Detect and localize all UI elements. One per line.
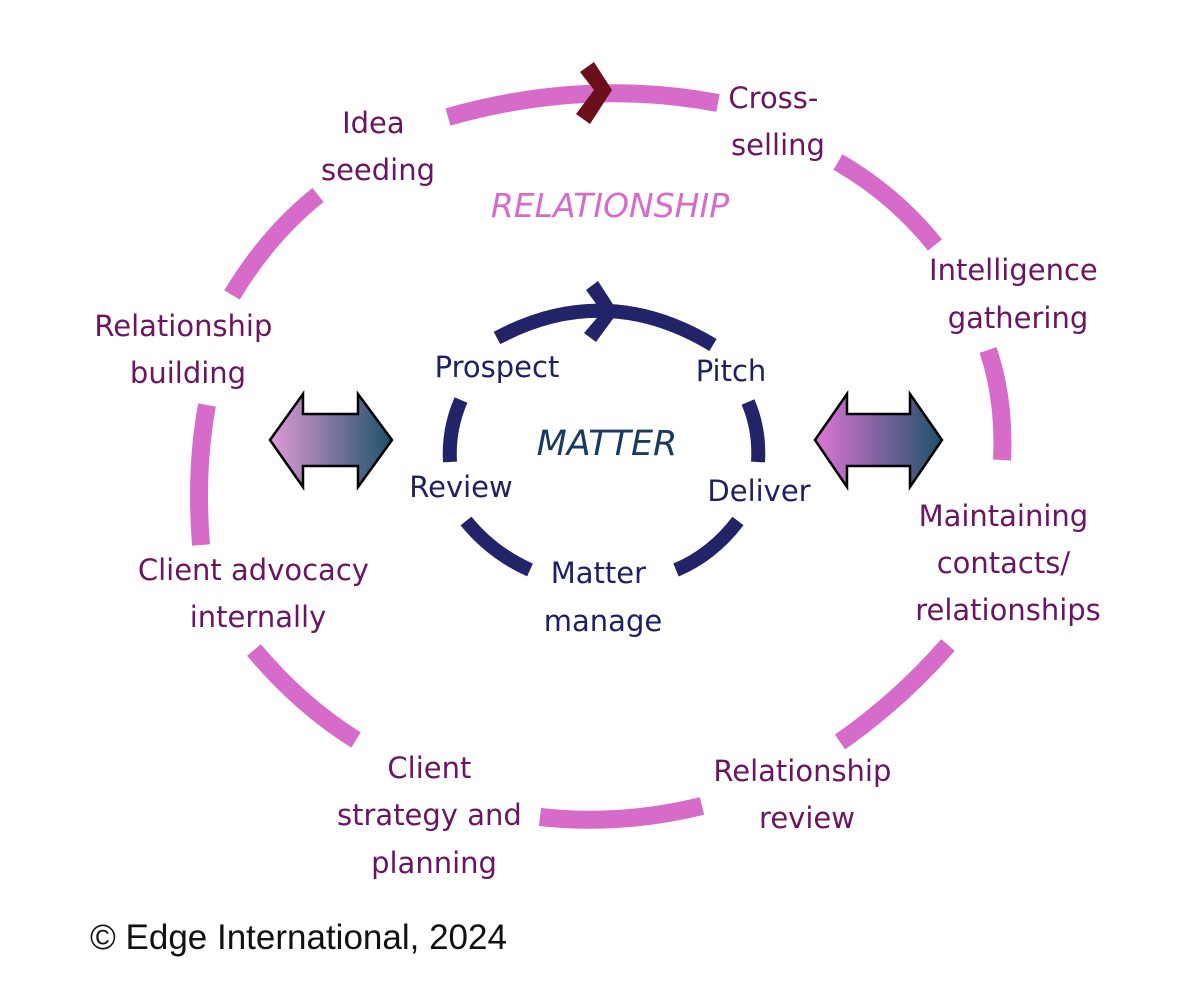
left-double-arrow-icon	[268, 390, 394, 491]
stage-prospect: Prospect	[435, 350, 560, 384]
outer-arc-lower-right	[834, 639, 955, 750]
outer-arc-bottom	[538, 797, 705, 829]
stage-matter-manage: Matter manage	[544, 556, 662, 638]
outer-arc-top-right	[833, 154, 943, 251]
stage-cross-selling: Cross- selling	[728, 81, 827, 162]
inner-stage-labels: Prospect Pitch Deliver Matter manage Rev…	[409, 350, 810, 638]
relationship-title: RELATIONSHIP	[491, 186, 729, 225]
stage-intelligence-gathering: Intelligence gathering	[929, 253, 1107, 335]
inner-arc-right	[741, 399, 766, 463]
outer-stage-labels: Idea seeding Cross- selling Intelligence…	[94, 81, 1107, 880]
stage-maintaining-contacts: Maintaining contacts/ relationships	[915, 499, 1101, 627]
stage-idea-seeding: Idea seeding	[321, 106, 435, 187]
matter-title: MATTER	[537, 424, 678, 464]
stage-relationship-review: Relationship review	[713, 754, 900, 835]
inner-direction-chevron-icon	[584, 281, 618, 342]
outer-arc-left	[190, 403, 216, 546]
stage-client-strategy: Client strategy and planning	[337, 751, 531, 880]
inner-arc-left	[442, 397, 468, 463]
stage-deliver: Deliver	[707, 474, 810, 508]
outer-arc-lower-left	[247, 644, 361, 748]
outer-arc-top	[445, 84, 720, 126]
stage-client-advocacy: Client advocacy internally	[138, 553, 378, 634]
stage-relationship-building: Relationship building	[94, 309, 281, 390]
stage-pitch: Pitch	[696, 354, 767, 388]
right-double-arrow-icon	[813, 390, 944, 492]
outer-arc-right	[979, 347, 1012, 461]
outer-direction-chevron-icon	[576, 62, 612, 124]
outer-arc-upper-left	[224, 187, 324, 300]
outer-cycle-arcs	[190, 84, 1012, 829]
stage-review: Review	[409, 470, 512, 504]
inner-arc-lower-left	[460, 516, 533, 577]
copyright-notice: © Edge International, 2024	[90, 918, 507, 957]
inner-arc-lower-right	[673, 516, 744, 577]
